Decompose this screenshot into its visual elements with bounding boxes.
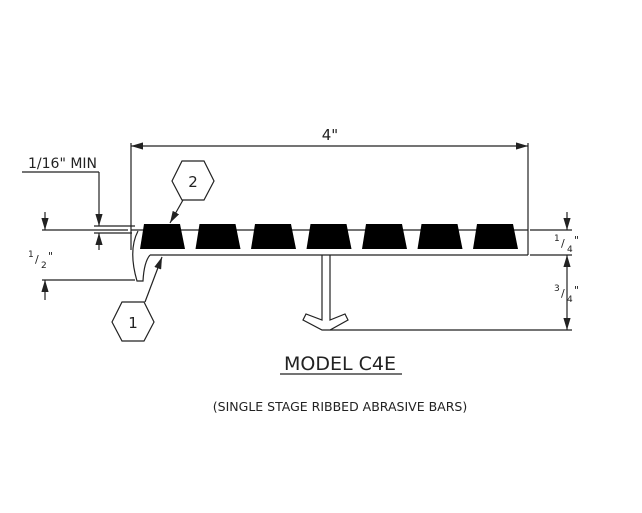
stem-height-den: 4 — [567, 295, 573, 305]
inch-mark: " — [48, 250, 53, 263]
abrasive-bar — [306, 224, 352, 249]
callout-2-label: 2 — [188, 173, 198, 191]
overall-width-label: 4" — [322, 126, 338, 144]
inch-mark: " — [574, 234, 579, 247]
model-subtitle: (SINGLE STAGE RIBBED ABRASIVE BARS) — [213, 399, 467, 414]
tread-profile — [131, 224, 529, 331]
nose-height-den: 2 — [41, 261, 47, 271]
abrasive-bar — [195, 224, 241, 249]
bar-height-den: 4 — [567, 245, 573, 255]
model-title: MODEL C4E — [284, 353, 396, 375]
svg-text:/: / — [561, 287, 565, 300]
callout-1: 1 — [111, 256, 163, 342]
abrasive-bars — [140, 224, 518, 249]
nose-height-num: 1 — [28, 250, 34, 260]
abrasive-bar — [251, 224, 296, 249]
callout-2: 2 — [169, 160, 215, 224]
inch-mark: " — [574, 284, 579, 297]
abrasive-bar — [362, 224, 407, 249]
abrasive-bar — [417, 224, 463, 249]
overall-width-dimension: 4" — [130, 126, 529, 250]
callout-1-label: 1 — [128, 314, 138, 332]
svg-text:/: / — [561, 237, 565, 250]
stem-height-num: 3 — [554, 284, 560, 294]
bar-height-num: 1 — [554, 234, 560, 244]
abrasive-bar — [473, 224, 518, 249]
svg-text:/: / — [35, 253, 39, 266]
min-gap-label: 1/16" MIN — [28, 156, 97, 172]
right-dimensions: 1 / 4 " 3 / 4 " — [330, 212, 579, 331]
abrasive-bar — [140, 224, 185, 249]
left-dimensions: 1 / 2 " 1/16" MIN — [22, 156, 135, 300]
